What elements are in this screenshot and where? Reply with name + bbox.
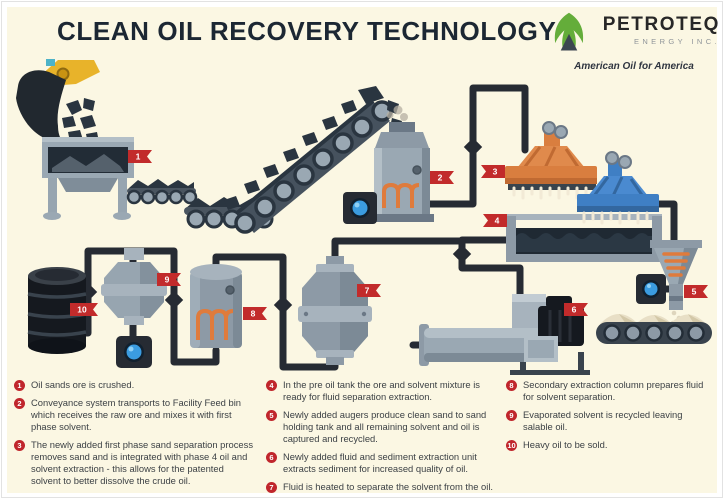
petroteq-leaf-icon — [554, 12, 584, 51]
company-tagline: American Oil for America — [574, 61, 694, 72]
valve-icon — [164, 290, 184, 310]
svg-text:8: 8 — [251, 309, 256, 319]
recycle-pump-unit — [116, 336, 152, 368]
solvent-drips-icon — [582, 211, 649, 225]
legend-item: 7 Fluid is heated to separate the solven… — [266, 481, 496, 493]
ore-crusher — [42, 137, 134, 220]
legend-item: 8 Secondary extraction column prepares f… — [506, 379, 710, 403]
legend-number-badge: 8 — [506, 380, 517, 391]
legend-text: Fluid is heated to separate the solvent … — [283, 480, 494, 492]
pump-unit — [343, 192, 377, 224]
legend-item: 6 Newly added fluid and sediment extract… — [266, 451, 496, 475]
process-flow-diagram: 1 2 3 4 5 6 7 8 — [16, 59, 712, 375]
solvent-drips-icon — [512, 186, 588, 200]
svg-text:9: 9 — [165, 275, 170, 285]
step-badge-8: 8 — [243, 307, 267, 320]
fluid-heater-vessel — [298, 256, 372, 365]
legend-text: Conveyance system transports to Facility… — [31, 397, 241, 432]
legend-text: In the pre oil tank the ore and solvent … — [283, 379, 480, 402]
svg-text:3: 3 — [493, 167, 498, 177]
page-title: CLEAN OIL RECOVERY TECHNOLOGY — [57, 16, 557, 46]
heating-coil-icon — [662, 252, 690, 277]
step-badge-3: 3 — [481, 165, 505, 178]
legend-text: Heavy oil to be sold. — [523, 438, 608, 450]
legend-number-badge: 10 — [506, 439, 517, 451]
legend-item: 5 Newly added augers produce clean sand … — [266, 409, 496, 445]
excavator-icon — [16, 59, 100, 145]
secondary-extraction-column — [190, 264, 242, 348]
legend-item: 4 In the pre oil tank the ore and solven… — [266, 379, 496, 403]
step-badge-1: 1 — [128, 150, 152, 163]
company-subtitle: ENERGY INC. — [633, 37, 720, 46]
steam-icon — [386, 105, 408, 121]
legend-text: Secondary extraction column prepares flu… — [523, 379, 704, 402]
svg-text:7: 7 — [365, 286, 370, 296]
legend-text: Evaporated solvent is recycled leaving s… — [523, 408, 683, 432]
legend-column-1: 1 Oil sands ore is crushed. 2 Conveyance… — [14, 379, 256, 499]
fluid-sediment-extraction-unit — [419, 294, 590, 375]
svg-text:10: 10 — [77, 305, 87, 315]
legend-number-badge: 7 — [266, 481, 277, 493]
second-auger-blue — [577, 151, 659, 225]
heating-coil-icon — [196, 308, 234, 340]
clean-sand-conveyor — [596, 314, 712, 344]
legend-number-badge: 2 — [14, 398, 25, 409]
legend-number-badge: 4 — [266, 380, 277, 391]
legend-column-3: 8 Secondary extraction column prepares f… — [506, 379, 710, 499]
step-badge-2: 2 — [430, 171, 454, 184]
legend-text: Newly added augers produce clean sand to… — [283, 408, 487, 444]
conveyor-belt-small — [126, 179, 198, 205]
legend-number-badge: 3 — [14, 439, 25, 451]
facility-feed-bin — [370, 105, 434, 222]
funnel-pump-unit — [636, 274, 666, 304]
svg-text:2: 2 — [438, 173, 443, 183]
valve-icon — [463, 137, 483, 157]
step-badge-5: 5 — [684, 285, 708, 298]
svg-text:1: 1 — [136, 152, 141, 162]
legend-item: 9 Evaporated solvent is recycled leaving… — [506, 409, 710, 433]
step-badge-7: 7 — [357, 284, 381, 297]
legend-item: 1 Oil sands ore is crushed. — [14, 379, 256, 391]
svg-text:6: 6 — [572, 305, 577, 315]
legend-column-2: 4 In the pre oil tank the ore and solven… — [266, 379, 496, 499]
legend-number-badge: 1 — [14, 380, 25, 391]
clean-sand-funnel — [650, 240, 702, 332]
step-badge-9: 9 — [157, 273, 181, 286]
solvent-recycle-vessel — [101, 248, 167, 325]
legend-text: The newly added first phase sand separat… — [31, 438, 254, 486]
legend-number-badge: 6 — [266, 451, 277, 463]
company-logo: PETROTEQ ENERGY INC. American Oil for Am… — [548, 10, 720, 72]
svg-text:5: 5 — [692, 287, 697, 297]
step-badge-10: 10 — [70, 303, 98, 316]
step-badge-4: 4 — [483, 214, 507, 227]
legend-number-badge: 5 — [266, 409, 277, 421]
valve-icon — [273, 295, 293, 315]
legend: 1 Oil sands ore is crushed. 2 Conveyance… — [14, 379, 714, 499]
legend-item: 3 The newly added first phase sand separ… — [14, 439, 256, 487]
legend-text: Oil sands ore is crushed. — [31, 379, 135, 390]
inclined-conveyor — [224, 86, 402, 234]
step-badges: 1 2 3 4 5 6 7 8 — [70, 150, 708, 320]
legend-item: 10 Heavy oil to be sold. — [506, 439, 710, 451]
first-phase-sand-separator — [505, 121, 597, 200]
step-badge-6: 6 — [564, 303, 588, 316]
svg-text:4: 4 — [495, 216, 500, 226]
company-name: PETROTEQ — [602, 14, 720, 35]
valve-icon — [452, 244, 472, 264]
legend-item: 2 Conveyance system transports to Facili… — [14, 397, 256, 433]
legend-number-badge: 9 — [506, 409, 517, 421]
heating-coil-icon — [382, 182, 420, 208]
legend-text: Newly added fluid and sediment extractio… — [283, 450, 477, 474]
